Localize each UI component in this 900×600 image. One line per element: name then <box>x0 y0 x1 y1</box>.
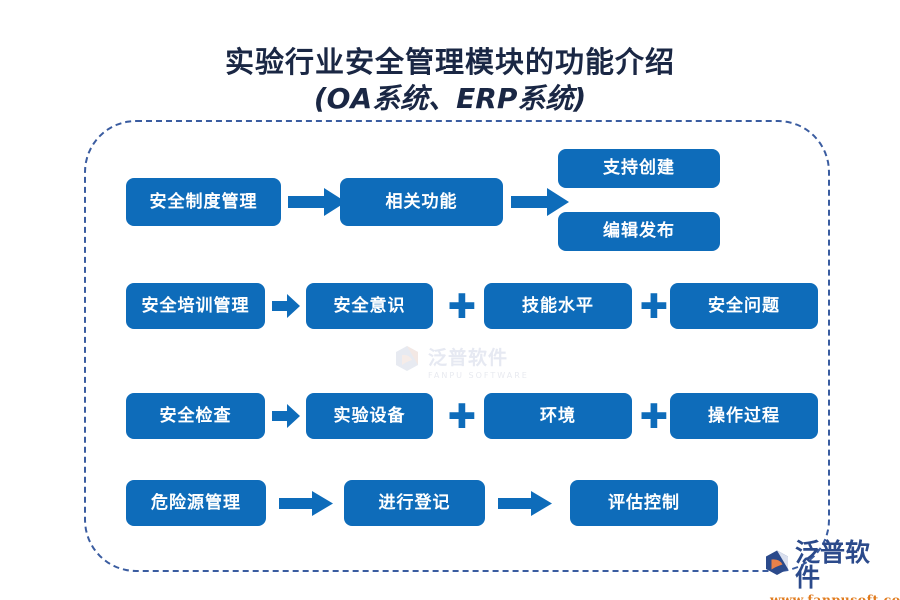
node-safety-awareness[interactable]: 安全意识 <box>306 283 433 329</box>
arrow-row2-1 <box>272 294 300 318</box>
node-safety-policy-management[interactable]: 安全制度管理 <box>126 178 281 226</box>
node-operation-process[interactable]: 操作过程 <box>670 393 818 439</box>
title-subtitle: (OA系统、ERP系统) <box>313 82 587 116</box>
node-hazard-source-management[interactable]: 危险源管理 <box>126 480 266 526</box>
node-related-functions[interactable]: 相关功能 <box>340 178 503 226</box>
fanpu-logo-mark-watermark-icon <box>392 344 422 378</box>
arrow-row1-2 <box>511 188 569 216</box>
watermark-cn: 泛普软件 <box>428 346 509 369</box>
node-assessment-control[interactable]: 评估控制 <box>570 480 718 526</box>
page-title: 实验行业安全管理模块的功能介绍 (OA系统、ERP系统) <box>0 45 900 116</box>
brand-url: www.fanpusoft.com <box>770 592 900 600</box>
node-safety-inspection[interactable]: 安全检查 <box>126 393 265 439</box>
arrow-row3-1 <box>272 404 300 428</box>
node-support-create[interactable]: 支持创建 <box>558 149 720 188</box>
arrow-row4-2 <box>498 491 552 516</box>
node-lab-equipment[interactable]: 实验设备 <box>306 393 433 439</box>
node-perform-registration[interactable]: 进行登记 <box>344 480 485 526</box>
node-safety-issues[interactable]: 安全问题 <box>670 283 818 329</box>
node-edit-publish[interactable]: 编辑发布 <box>558 212 720 251</box>
node-environment[interactable]: 环境 <box>484 393 632 439</box>
brand-logo: 泛普软件 www.fanpusoft.com <box>762 540 900 600</box>
plus-row2-2: ✚ <box>639 287 669 327</box>
title-main: 实验行业安全管理模块的功能介绍 <box>224 45 675 79</box>
node-safety-training-management[interactable]: 安全培训管理 <box>126 283 265 329</box>
arrow-row1-1 <box>288 188 346 216</box>
node-skill-level[interactable]: 技能水平 <box>484 283 632 329</box>
brand-logo-row: 泛普软件 <box>762 540 894 590</box>
center-watermark: 泛普软件 FANPU SOFTWARE <box>392 338 552 384</box>
plus-row2-1: ✚ <box>447 287 477 327</box>
dashed-container-frame <box>84 120 830 572</box>
watermark-en: FANPU SOFTWARE <box>428 370 529 380</box>
plus-row3-2: ✚ <box>639 397 669 437</box>
arrow-row4-1 <box>279 491 333 516</box>
plus-row3-1: ✚ <box>447 397 477 437</box>
fanpu-logo-mark-icon <box>762 548 792 582</box>
brand-name-cn: 泛普软件 <box>795 538 871 592</box>
watermark-text: 泛普软件 FANPU SOFTWARE <box>428 343 529 380</box>
